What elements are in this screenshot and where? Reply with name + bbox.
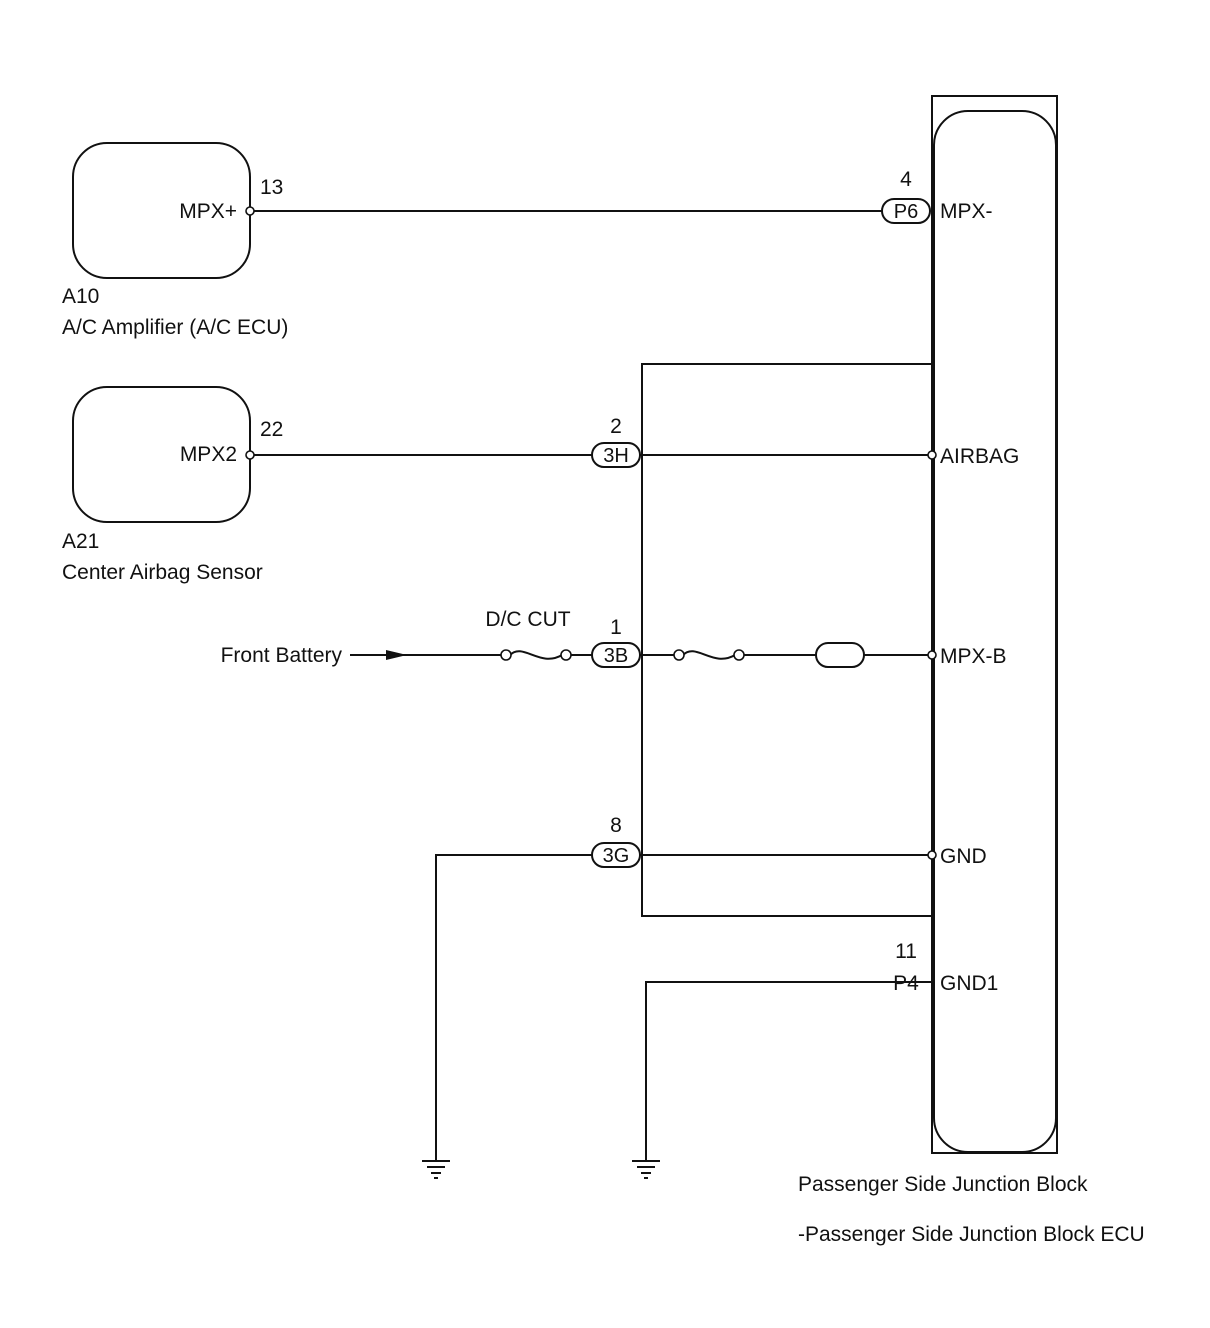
connector-3g: 3G 8 <box>591 814 641 868</box>
ac-amplifier-name: A/C Amplifier (A/C ECU) <box>62 316 288 339</box>
wire-ground-3g <box>435 854 592 1160</box>
fuse-internal <box>673 649 745 661</box>
airbag-sensor-code: A21 <box>62 530 99 553</box>
connector-3g-code: 3G <box>603 845 630 867</box>
ac-amplifier-pin-label: MPX+ <box>179 200 237 223</box>
ac-amplifier-code: A10 <box>62 285 99 308</box>
connector-3b-code: 3B <box>604 645 628 667</box>
jb-pin-mpx-minus: MPX- <box>940 200 993 223</box>
connector-3g-pin: 8 <box>610 814 622 837</box>
junction-block-name: Passenger Side Junction Block <box>798 1173 1088 1196</box>
airbag-sensor-pin-number: 22 <box>260 418 283 441</box>
connector-3b: 3B 1 <box>591 616 641 668</box>
airbag-sensor-pin-label: MPX2 <box>180 443 237 466</box>
junction-block-ecu-name: -Passenger Side Junction Block ECU <box>798 1223 1145 1246</box>
ground-icon <box>422 1160 450 1179</box>
connector-3h-pin: 2 <box>610 415 622 438</box>
terminal-gnd <box>927 850 937 860</box>
ac-amplifier: MPX+ 13 A10 A/C Amplifier (A/C ECU) <box>62 142 288 339</box>
wire-ground-p4 <box>645 981 932 1160</box>
connector-3h: 3H 2 <box>591 415 641 468</box>
fuse-dc-cut-label: D/C CUT <box>485 608 570 631</box>
connector-p6-code: P6 <box>894 201 918 223</box>
connector-p4-code: P4 <box>893 972 919 995</box>
ground-icon <box>632 1160 660 1179</box>
jb-pin-mpx-b: MPX-B <box>940 645 1007 668</box>
airbag-sensor-name: Center Airbag Sensor <box>62 561 263 584</box>
fuse-dc-cut: D/C CUT <box>485 608 572 661</box>
junction-inner-frame <box>641 363 932 917</box>
connector-3h-code: 3H <box>603 445 629 467</box>
connector-3b-pin: 1 <box>610 616 622 639</box>
airbag-sensor: MPX2 22 A21 Center Airbag Sensor <box>62 386 283 584</box>
terminal-mpx-b <box>927 650 937 660</box>
jb-pin-gnd: GND <box>940 845 987 868</box>
terminal-mpx-plus <box>245 206 255 216</box>
junction-block <box>931 95 1058 1154</box>
fusible-link <box>815 642 865 668</box>
terminal-mpx2 <box>245 450 255 460</box>
ac-amplifier-pin-number: 13 <box>260 176 283 199</box>
front-battery-label: Front Battery <box>221 644 343 667</box>
terminal-airbag <box>927 450 937 460</box>
connector-p6: P6 4 <box>881 168 931 224</box>
arrow-icon <box>386 650 407 660</box>
connector-p4-pin: 11 <box>895 940 917 963</box>
jb-pin-gnd1: GND1 <box>940 972 998 995</box>
connector-p6-pin: 4 <box>900 168 912 191</box>
jb-pin-airbag: AIRBAG <box>940 445 1019 468</box>
